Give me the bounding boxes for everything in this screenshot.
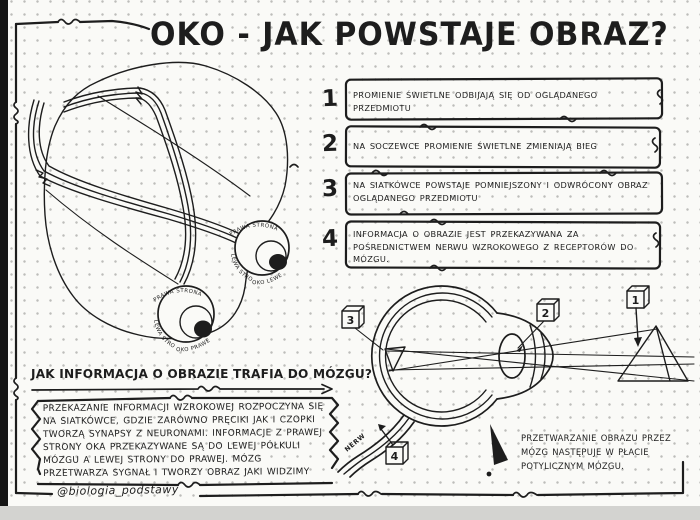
marker-cube-3: 3 — [342, 306, 383, 350]
step-box-2 — [346, 126, 660, 167]
page-border — [14, 20, 683, 498]
object-pyramid — [618, 326, 688, 381]
note-arrow-icon — [486, 424, 508, 477]
marker-cube-2: 2 — [516, 299, 559, 352]
author-signature: @biologia_podstawy — [56, 482, 179, 499]
optic-tract-to-left-eye — [29, 100, 238, 243]
retina-inverted-image — [385, 347, 405, 371]
step-text-3: NA SIATKÓWCE POWSTAJE POMNIEJSZONY I ODW… — [353, 180, 648, 203]
step-text-2: NA SOCZEWCE PROMIENIE ŚWIETLNE ZMIENIAJĄ… — [353, 141, 598, 151]
svg-text:2: 2 — [542, 307, 550, 320]
step-number-3: 3 — [321, 175, 339, 203]
light-rays — [386, 329, 694, 381]
paragraph-box — [32, 398, 338, 485]
tract-knot — [36, 87, 142, 186]
step-number-2: 2 — [321, 130, 339, 158]
marker-cube-4: 4 — [378, 424, 408, 464]
step-boxes — [290, 78, 663, 270]
cornea — [497, 313, 553, 399]
brain-processing-note: PRZETWARZANIE OBRAZU PRZEZ MÓZG NASTĘPUJ… — [521, 433, 672, 471]
lens — [499, 334, 525, 378]
step-number-1: 1 — [321, 85, 339, 113]
eye-cross-section-diagram: NERW 3 2 1 — [338, 286, 694, 477]
marker-cube-1: 1 — [627, 286, 649, 347]
brain-outline — [44, 62, 287, 338]
how-info-frame — [32, 385, 338, 488]
optic-nerve: NERW — [338, 415, 414, 477]
svg-text:4: 4 — [391, 450, 399, 463]
scan-edge-left — [0, 0, 8, 506]
step-number-4: 4 — [321, 225, 339, 253]
section-heading: JAK INFORMACJA O OBRAZIE TRAFIA DO MÓZGU… — [31, 366, 373, 381]
heading-underline — [32, 385, 332, 394]
step-box-3 — [346, 172, 662, 214]
svg-text:1: 1 — [632, 294, 640, 307]
optic-tract-to-right-eye — [64, 88, 196, 284]
page-title: OKO - JAK POWSTAJE OBRAZ? — [150, 16, 669, 54]
step-box-4 — [346, 221, 660, 268]
nerve-label: NERW — [343, 432, 367, 454]
scan-edge-bottom — [0, 506, 700, 520]
step-text-4: INFORMACJA O OBRAZIE JEST PRZEKAZYWANA Z… — [353, 229, 634, 265]
svg-text:3: 3 — [347, 314, 355, 327]
section-paragraph: PRZEKAZANIE INFORMACJI WZROKOWEJ ROZPOCZ… — [42, 402, 324, 479]
step-text-1: PROMIENIE ŚWIETLNE ODBIJAJĄ SIĘ OD OGLĄD… — [353, 90, 598, 113]
